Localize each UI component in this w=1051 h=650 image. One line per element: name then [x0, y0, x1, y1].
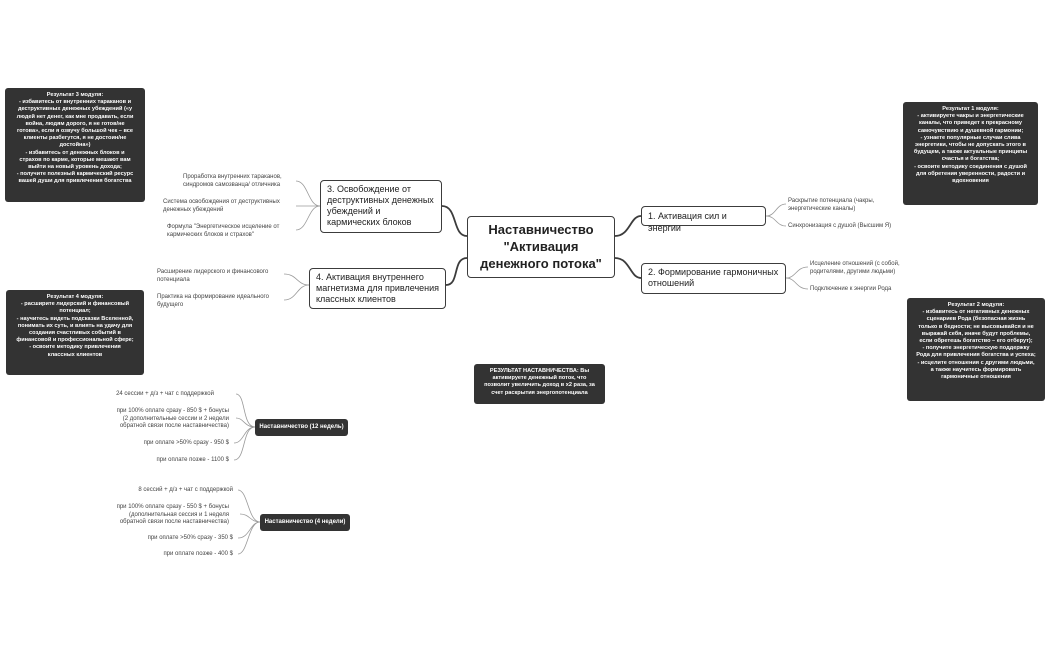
leaf-b1-soul-sync[interactable]: Синхронизация с душой (Высшим Я) [788, 223, 892, 229]
central-title-line2: "Активация [503, 239, 579, 254]
pricing4-later-payment[interactable]: при оплате позже - 400 $ [163, 551, 233, 557]
leaf-b2-family-energy[interactable]: Подключение к энергии Рода [810, 286, 892, 292]
branch-1-label: 1. Активация сил и энергии [648, 211, 727, 233]
mentorship-4-weeks-node[interactable]: Наставничество (4 недели) [260, 514, 350, 531]
branch-3-node[interactable]: 3. Освобождение от деструктивных денежны… [320, 180, 442, 233]
central-title-line3: денежного потока" [480, 256, 602, 271]
leaf-b1-potential[interactable]: Раскрытие потенциала (чакры, энергетичес… [788, 198, 875, 212]
branch-3-label: 3. Освобождение от деструктивных денежны… [327, 184, 434, 227]
pricing4-full-payment[interactable]: при 100% оплате сразу - 550 $ + бонусы (… [116, 504, 229, 525]
leaf-b3-formula[interactable]: Формула "Энергетическое исцеление от кар… [167, 224, 280, 238]
pricing4-half-payment[interactable]: при оплате >50% сразу - 350 $ [147, 535, 233, 541]
branch-1-node[interactable]: 1. Активация сил и энергии [641, 206, 766, 233]
branch-2-node[interactable]: 2. Формирование гармоничных отношений [641, 263, 786, 294]
pricing12-sessions[interactable]: 24 сессии + д/з + чат с поддержкой [116, 391, 214, 397]
branch-2-label: 2. Формирование гармоничных отношений [648, 267, 779, 288]
leaf-b3-beliefs-system[interactable]: Система освобождения от деструктивных де… [163, 199, 280, 213]
pricing12-later-payment[interactable]: при оплате позже - 1100 $ [156, 457, 229, 463]
result-module-2-card[interactable]: Результат 2 модуля: - избавитесь от нега… [907, 298, 1045, 401]
result-module-3-card[interactable]: Результат 3 модуля: - избавитесь от внут… [5, 88, 145, 202]
mentorship-result-card[interactable]: РЕЗУЛЬТАТ НАСТАВНИЧЕСТВА: Вы активируете… [474, 364, 605, 404]
leaf-b3-cockroaches[interactable]: Проработка внутренних тараканов, синдром… [183, 174, 282, 188]
result-module-4-card[interactable]: Результат 4 модуля: - расширите лидерски… [6, 290, 144, 375]
leaf-b2-healing[interactable]: Исцеление отношений (с собой, родителями… [810, 261, 900, 275]
pricing4-sessions[interactable]: 8 сессий + д/з + чат с поддержкой [138, 487, 233, 493]
central-title-line1: Наставничество [488, 222, 594, 237]
leaf-b4-future-practice[interactable]: Практика на формирование идеального буду… [157, 294, 269, 308]
central-topic[interactable]: Наставничество "Активация денежного пото… [467, 216, 615, 278]
pricing12-full-payment[interactable]: при 100% оплате сразу - 850 $ + бонусы (… [116, 408, 229, 429]
pricing12-half-payment[interactable]: при оплате >50% сразу - 950 $ [143, 440, 229, 446]
branch-4-node[interactable]: 4. Активация внутреннего магнетизма для … [309, 268, 446, 309]
leaf-b4-leadership[interactable]: Расширение лидерского и финансового поте… [157, 269, 269, 283]
mentorship-12-weeks-node[interactable]: Наставничество (12 недель) [255, 419, 348, 436]
result-module-1-card[interactable]: Результат 1 модуля: - активируете чакры … [903, 102, 1038, 205]
branch-4-label: 4. Активация внутреннего магнетизма для … [316, 272, 440, 304]
